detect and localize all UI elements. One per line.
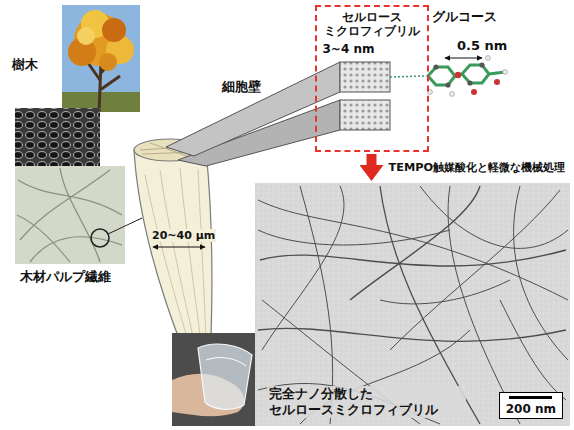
part-label: グルコース <box>432 8 497 26</box>
dimension-label: 0.5 nm <box>457 38 507 53</box>
tem-image-panel: 完全ナノ分散した セルロースミクロフィブリル 200 nm <box>255 183 570 426</box>
pulp-fiber-photo <box>15 166 142 264</box>
process-arrow <box>367 154 377 165</box>
scale-bar-box: 200 nm <box>499 392 563 419</box>
scale-bar <box>509 396 552 399</box>
process-label: TEMPO触媒酸化と軽微な機械処理 <box>388 160 567 175</box>
tree-photo <box>62 5 140 112</box>
tem-image <box>255 183 570 426</box>
part-label: 木材パルプ繊維 <box>20 268 111 286</box>
part-label: 樹木 <box>12 56 38 74</box>
dimension-label: 20~40 μm <box>151 229 216 242</box>
fibril-label: セルロース ミクロフィブリル <box>322 10 422 39</box>
glucose-molecule <box>428 56 508 97</box>
image-caption: 完全ナノ分散した セルロースミクロフィブリル <box>267 386 466 419</box>
dimension-label: 3~4 nm <box>323 42 375 56</box>
part-label: 細胞壁 <box>222 78 261 96</box>
gel-photo <box>172 333 255 426</box>
scale-label: 200 nm <box>506 402 556 416</box>
dashed-zoom-box: セルロース ミクロフィブリル 3~4 nm <box>315 5 429 152</box>
